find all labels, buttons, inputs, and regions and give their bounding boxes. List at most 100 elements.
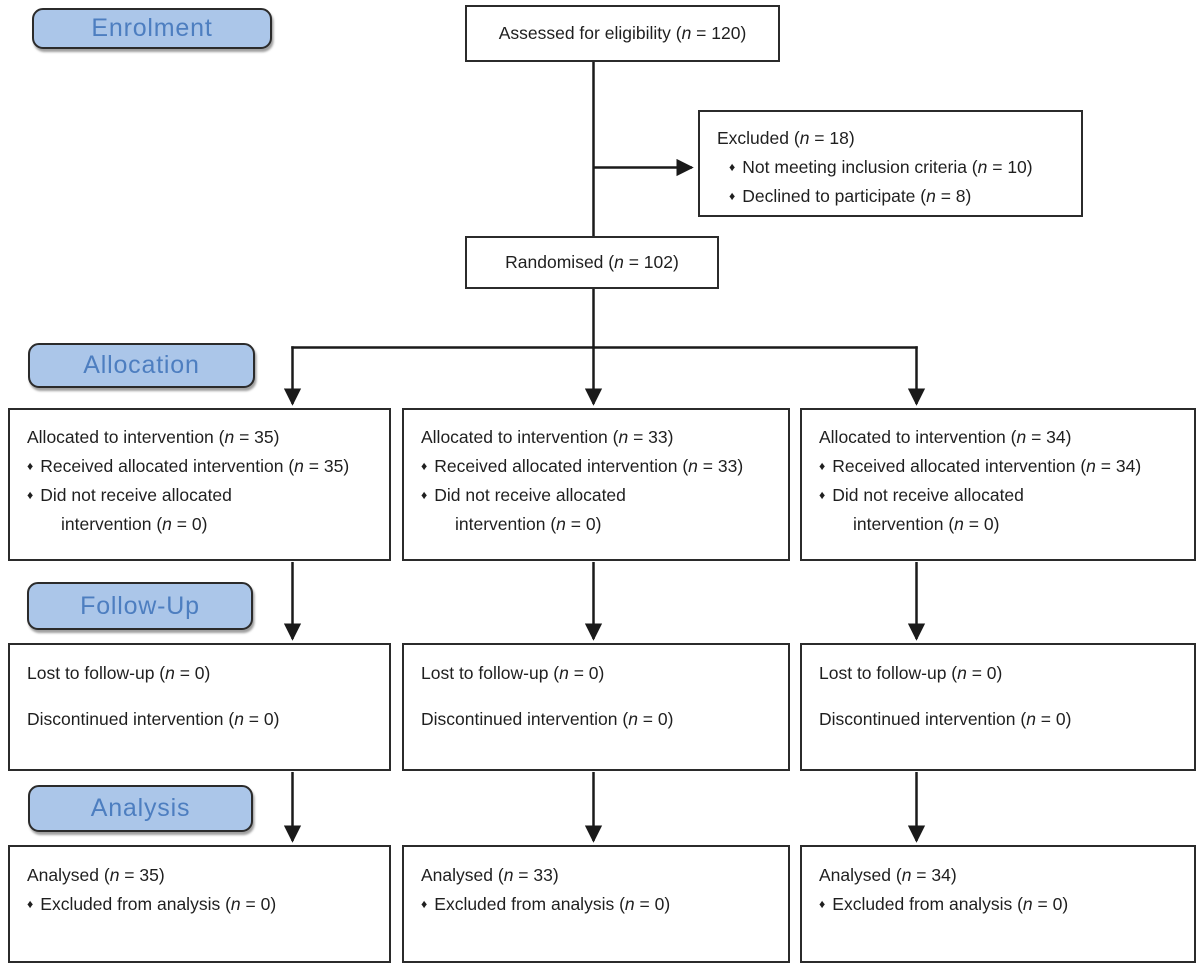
text-segment: Randomised ( — [505, 252, 615, 273]
italic-n-text: n — [628, 708, 638, 729]
text-segment: = 18) — [809, 128, 855, 148]
text-segment: = 35) — [119, 865, 165, 885]
section-label-analysis-text: Analysis — [90, 794, 191, 822]
text-segment: = 34) — [1026, 427, 1072, 447]
box-allocation-col1: Allocated to intervention (n = 35)♦Recei… — [8, 408, 391, 561]
text-line: Allocated to intervention (n = 35) — [27, 423, 379, 452]
text-segment: Excluded from analysis ( — [434, 893, 625, 914]
diamond-bullet-icon: ♦ — [819, 459, 826, 474]
text-segment: Analysed ( — [27, 865, 110, 885]
text-line: Lost to follow-up (n = 0) — [819, 659, 1184, 688]
text-segment: = 0) — [1032, 893, 1069, 914]
text-line: intervention (n = 0) — [819, 510, 1184, 539]
text-line: intervention (n = 0) — [27, 510, 379, 539]
italic-n-text: n — [1026, 708, 1036, 729]
text-line: ♦Not meeting inclusion criteria (n = 10) — [717, 153, 1071, 182]
text-segment: = 0) — [966, 663, 1003, 683]
text-segment: intervention ( — [853, 513, 955, 534]
text-segment: Lost to follow-up ( — [819, 663, 958, 683]
text-segment: Excluded ( — [717, 128, 800, 148]
text-line: Assessed for eligibility (n = 120) — [499, 19, 747, 48]
italic-n-text: n — [901, 865, 912, 885]
text-segment: = 34) — [1095, 455, 1142, 476]
text-line: Lost to follow-up (n = 0) — [27, 659, 379, 688]
text-segment: Did not receive allocated — [434, 484, 626, 505]
italic-n-text: n — [1022, 893, 1033, 914]
section-label-allocation-text: Allocation — [83, 351, 200, 379]
text-segment: = 0) — [634, 893, 671, 914]
text-segment: Lost to follow-up ( — [27, 663, 166, 683]
text-line: ♦Did not receive allocated — [819, 481, 1184, 510]
text-segment: Did not receive allocated — [832, 484, 1024, 505]
text-segment: Received allocated intervention ( — [832, 455, 1087, 476]
section-label-enrolment: Enrolment — [32, 8, 272, 49]
italic-n-text: n — [503, 865, 514, 885]
text-segment: = 34) — [911, 865, 957, 885]
text-segment: = 0) — [174, 663, 211, 683]
text-segment: Analysed ( — [819, 865, 902, 885]
text-segment: Did not receive allocated — [40, 484, 232, 505]
italic-n-text: n — [234, 708, 244, 729]
text-line: Allocated to intervention (n = 33) — [421, 423, 778, 452]
text-segment: = 33) — [697, 455, 744, 476]
text-line: Discontinued intervention (n = 0) — [819, 705, 1184, 734]
italic-n-text: n — [957, 663, 967, 683]
italic-n-text: n — [926, 185, 936, 206]
text-segment: = 8) — [935, 185, 972, 206]
diamond-bullet-icon: ♦ — [819, 897, 826, 912]
box-followup-col3: Lost to follow-up (n = 0)Discontinued in… — [800, 643, 1196, 771]
italic-n-text: n — [954, 513, 964, 534]
text-line: Analysed (n = 33) — [421, 861, 778, 890]
text-line: Randomised (n = 102) — [505, 248, 679, 277]
italic-n-text: n — [618, 427, 629, 447]
text-line: ♦Excluded from analysis (n = 0) — [27, 890, 379, 919]
text-segment: = 0) — [243, 708, 280, 729]
box-excluded: Excluded (n = 18)♦Not meeting inclusion … — [698, 110, 1083, 217]
italic-n-text: n — [165, 663, 175, 683]
text-segment: Assessed for eligibility ( — [498, 23, 682, 44]
italic-n-text: n — [109, 865, 120, 885]
text-segment: = 0) — [637, 708, 674, 729]
italic-n-text: n — [614, 252, 624, 273]
italic-n-text: n — [977, 156, 988, 177]
diamond-bullet-icon: ♦ — [729, 189, 736, 204]
text-segment: Not meeting inclusion criteria ( — [742, 156, 978, 177]
italic-n-text: n — [230, 893, 241, 914]
text-segment: = 102) — [623, 252, 679, 273]
text-segment: Received allocated intervention ( — [40, 455, 295, 476]
italic-n-text: n — [162, 513, 172, 534]
section-label-followup-text: Follow-Up — [80, 591, 200, 620]
text-segment: = 35) — [234, 427, 280, 447]
text-segment: Excluded from analysis ( — [832, 893, 1023, 914]
text-segment: Received allocated intervention ( — [434, 455, 689, 476]
text-segment: = 0) — [565, 513, 602, 534]
diamond-bullet-icon: ♦ — [27, 459, 34, 474]
section-label-analysis: Analysis — [28, 785, 253, 832]
italic-n-text: n — [1016, 427, 1027, 447]
text-line: Analysed (n = 35) — [27, 861, 379, 890]
diamond-bullet-icon: ♦ — [421, 488, 428, 503]
text-segment: intervention ( — [61, 513, 163, 534]
text-segment: = 10) — [987, 156, 1033, 177]
text-line: ♦ Received allocated intervention (n = 35… — [27, 452, 379, 481]
text-segment: = 0) — [171, 513, 208, 534]
italic-n-text: n — [624, 893, 635, 914]
text-line: Excluded (n = 18) — [717, 124, 1071, 153]
text-segment: intervention ( — [455, 513, 557, 534]
text-segment: Discontinued intervention ( — [819, 708, 1027, 729]
italic-n-text: n — [681, 23, 692, 44]
text-segment: Discontinued intervention ( — [27, 708, 235, 729]
text-line: ♦ Received allocated intervention (n = 34… — [819, 452, 1184, 481]
box-followup-col1: Lost to follow-up (n = 0)Discontinued in… — [8, 643, 391, 771]
text-line: Discontinued intervention (n = 0) — [27, 705, 379, 734]
box-analysis-col1: Analysed (n = 35)♦Excluded from analysis… — [8, 845, 391, 963]
text-segment: Allocated to intervention ( — [27, 427, 225, 447]
italic-n-text: n — [1086, 455, 1096, 476]
text-segment: = 35) — [303, 455, 350, 476]
text-segment: Analysed ( — [421, 865, 504, 885]
italic-n-text: n — [294, 455, 304, 476]
diamond-bullet-icon: ♦ — [421, 897, 428, 912]
text-segment: Excluded from analysis ( — [40, 893, 231, 914]
